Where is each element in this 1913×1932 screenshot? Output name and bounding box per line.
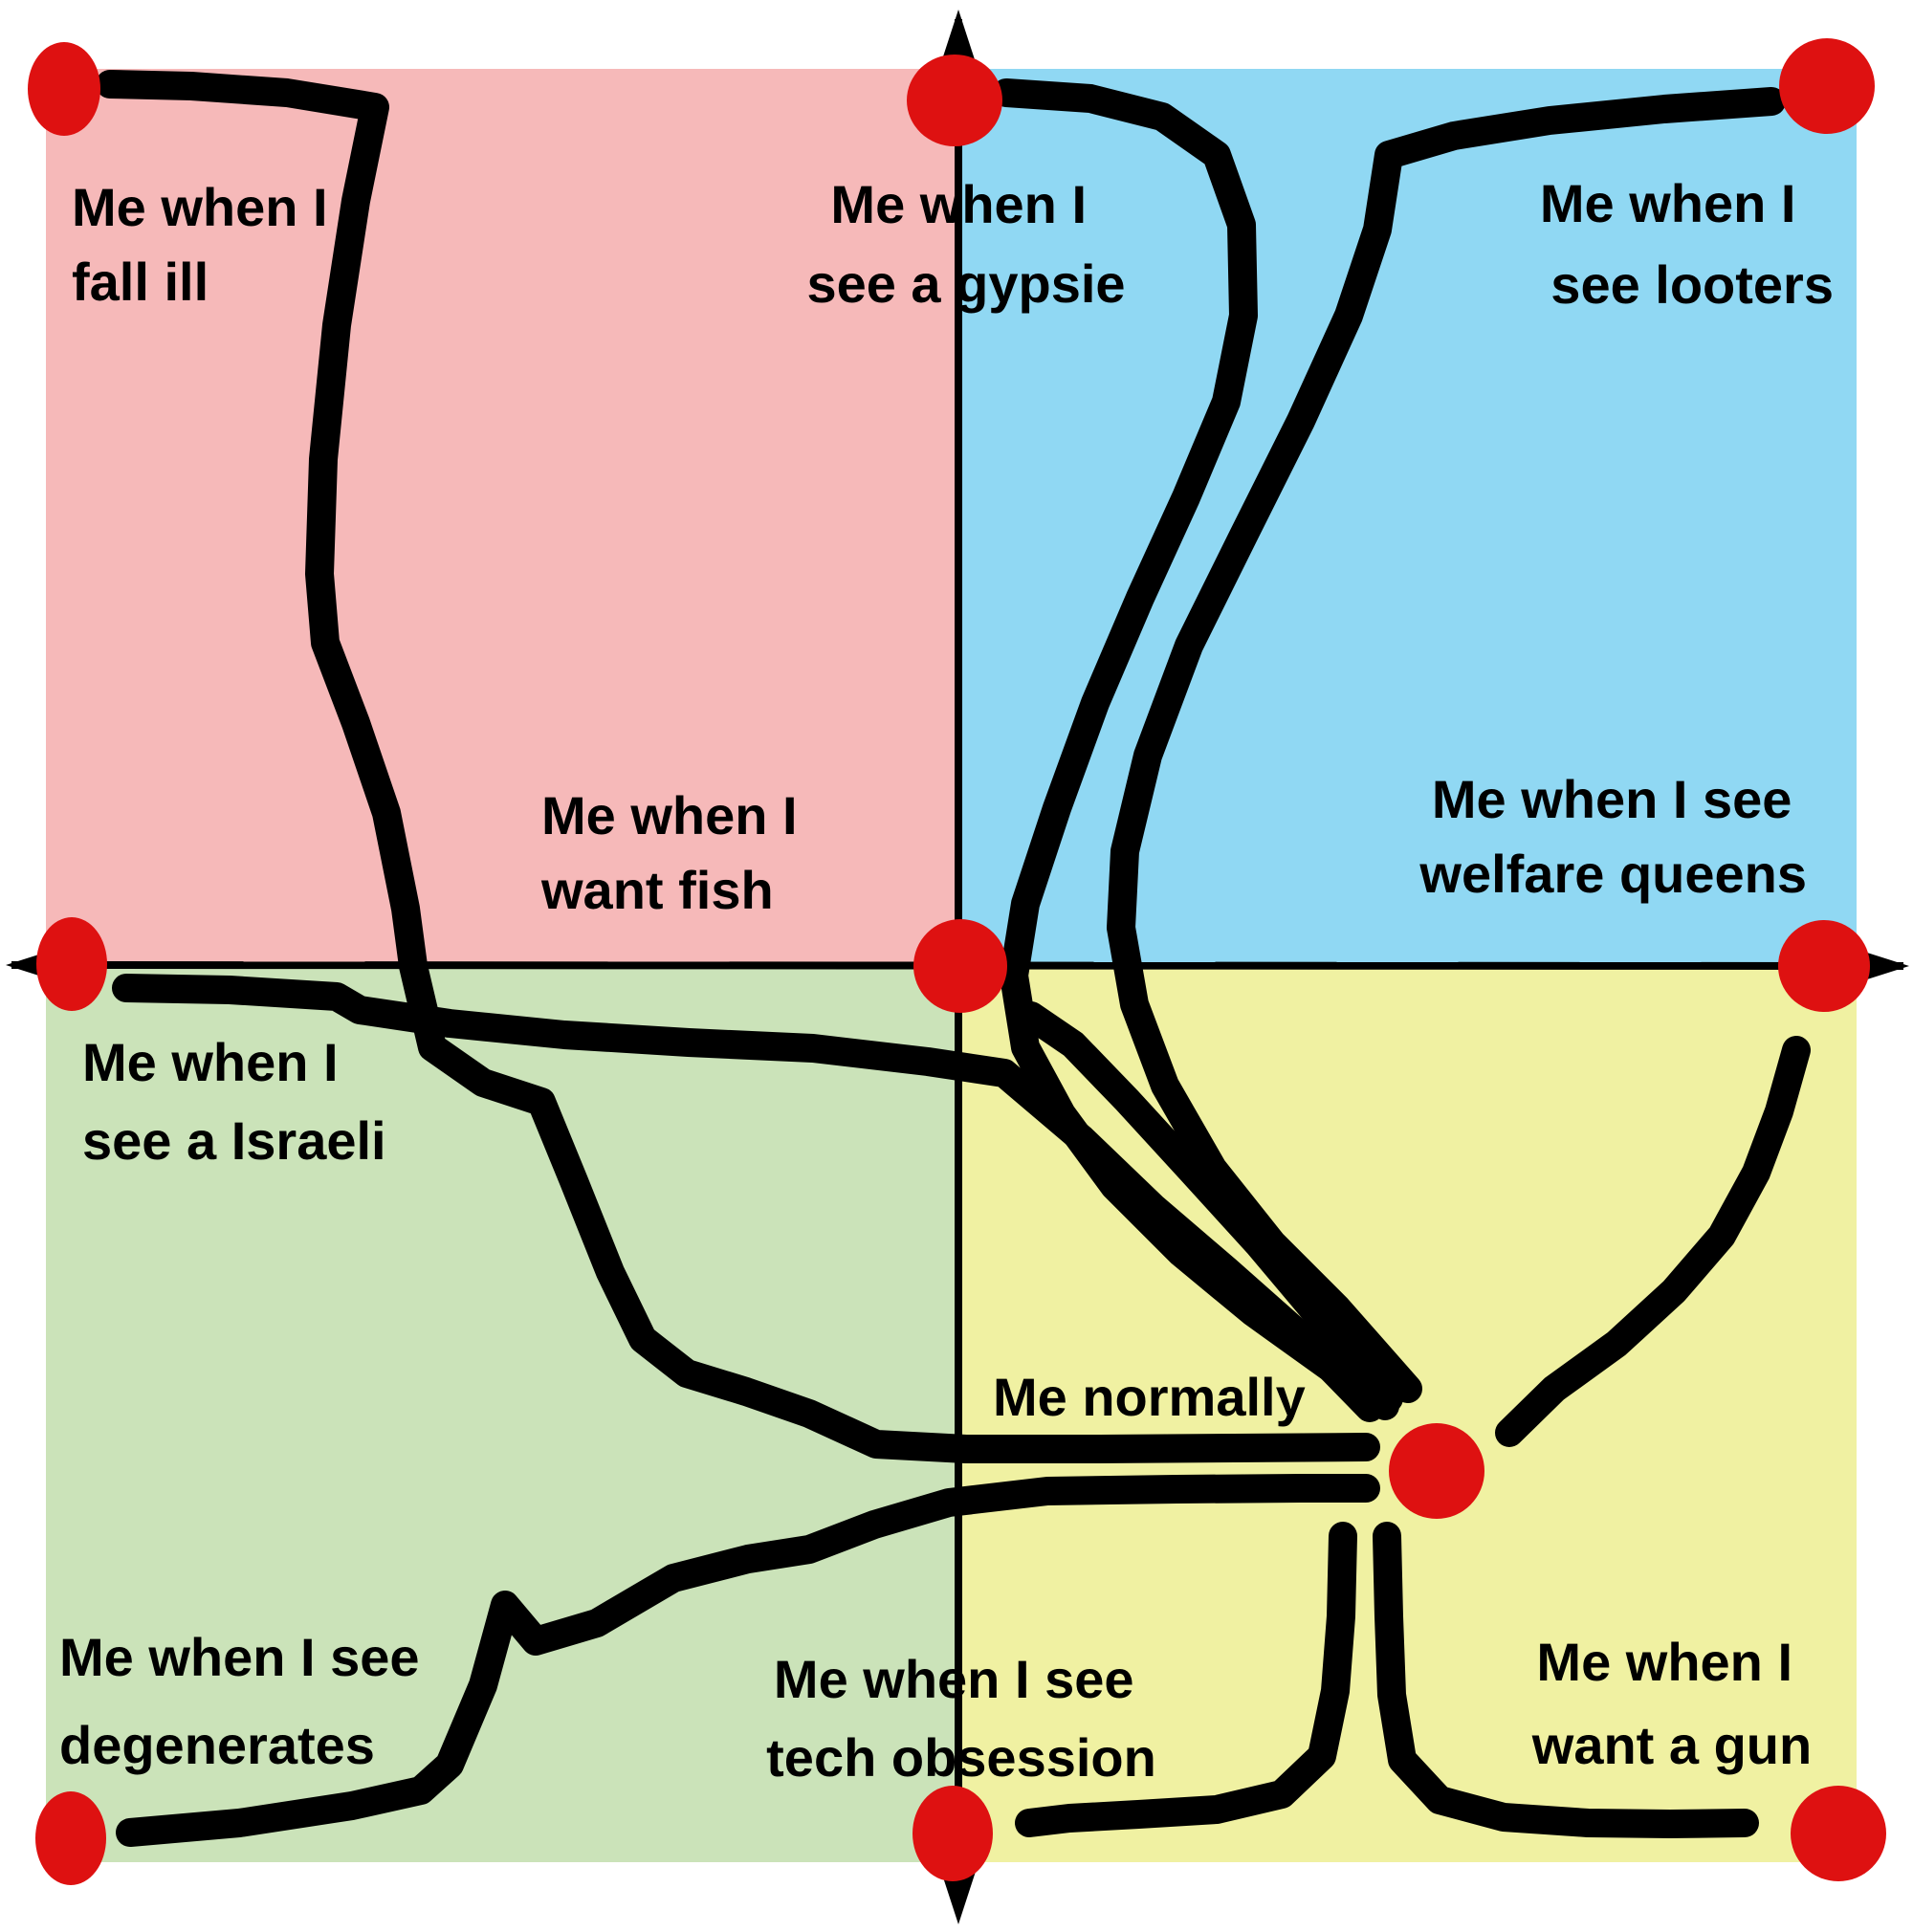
label-see-a-gypsie-line1: Me when I	[830, 174, 1087, 234]
dot-center	[913, 919, 1007, 1013]
label-me-normally-line1: Me normally	[993, 1367, 1306, 1427]
label-fall-ill-line1: Me when I	[72, 177, 328, 237]
line-welfare-queens	[1495, 1036, 1811, 1447]
dot-middle-right	[1778, 920, 1870, 1012]
label-see-looters-line2: see looters	[1550, 254, 1834, 315]
label-degenerates-line2: degenerates	[59, 1715, 375, 1775]
line-see-looters	[1107, 87, 1786, 1403]
label-want-fish-line2: want fish	[540, 860, 774, 920]
line-tech-obsession	[1015, 1522, 1357, 1837]
label-see-a-israeli-line2: see a Israeli	[82, 1110, 386, 1171]
label-see-a-israeli: Me when I see a Israeli	[82, 1032, 386, 1171]
label-see-looters-line1: Me when I	[1540, 173, 1796, 233]
label-see-a-gypsie-line2: see a gypsie	[806, 253, 1125, 314]
quadrant-top-left	[46, 69, 958, 965]
label-degenerates: Me when I see degenerates	[59, 1627, 434, 1775]
label-tech-obsession: Me when I see tech obsession	[766, 1649, 1156, 1788]
label-fall-ill: Me when I fall ill	[72, 177, 342, 312]
dot-middle-left	[36, 917, 107, 1011]
label-want-a-gun: Me when I want a gun	[1531, 1632, 1812, 1775]
dot-bottom-left	[35, 1791, 106, 1885]
line-see-a-gypsie	[992, 78, 1399, 1420]
dot-top-center	[907, 55, 1002, 146]
dot-top-right	[1779, 38, 1875, 134]
label-want-fish-line1: Me when I	[541, 785, 798, 845]
line-want-fish	[1017, 1001, 1403, 1413]
label-me-normally: Me normally	[993, 1367, 1306, 1427]
line-want-a-gun	[1373, 1522, 1759, 1838]
line-degenerates	[116, 1474, 1380, 1847]
label-see-a-gypsie: Me when I see a gypsie	[806, 174, 1125, 314]
line-fall-ill	[96, 70, 1380, 1463]
label-degenerates-line1: Me when I see	[59, 1627, 420, 1687]
line-see-a-israeli	[112, 974, 1384, 1422]
label-see-a-israeli-line1: Me when I	[82, 1032, 339, 1092]
label-see-looters: Me when I see looters	[1540, 173, 1834, 315]
dot-top-left	[28, 42, 100, 136]
label-welfare-queens-line2: welfare queens	[1418, 844, 1807, 904]
dot-bottom-center	[913, 1786, 993, 1881]
dot-me-normally-hub	[1389, 1423, 1484, 1519]
label-welfare-queens-line1: Me when I see	[1432, 769, 1792, 829]
label-want-a-gun-line2: want a gun	[1531, 1715, 1812, 1775]
dot-bottom-right	[1791, 1786, 1886, 1881]
quadrant-top-right	[958, 69, 1857, 965]
label-want-fish: Me when I want fish	[540, 785, 812, 920]
label-tech-obsession-line1: Me when I see	[774, 1649, 1134, 1709]
label-fall-ill-line2: fall ill	[72, 252, 209, 312]
label-welfare-queens: Me when I see welfare queens	[1418, 769, 1807, 904]
label-want-a-gun-line1: Me when I	[1536, 1632, 1792, 1692]
label-tech-obsession-line2: tech obsession	[766, 1727, 1156, 1788]
